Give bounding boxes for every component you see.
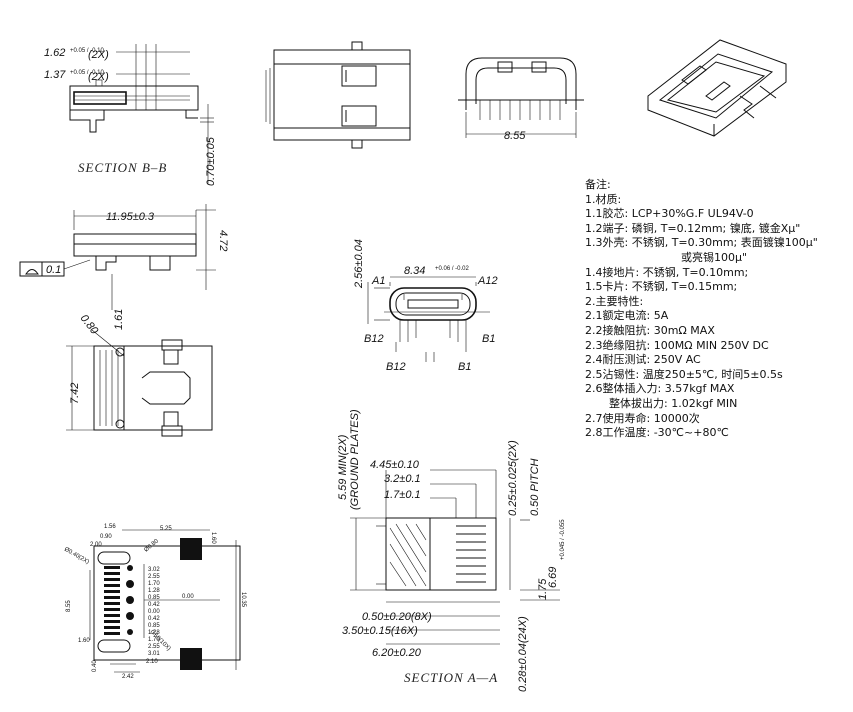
pcb-d5: 1.60 — [210, 532, 216, 544]
note-line: 2.7使用寿命: 10000次 — [585, 411, 700, 425]
pcb-d16: 0.85 — [148, 623, 160, 629]
pcb-d3: 2.00 — [90, 542, 102, 548]
side-flatness: 0.1 — [46, 264, 61, 276]
note-line: 1.5卡片: 不锈钢, T=0.15mm; — [585, 280, 738, 294]
front-detail-view: 2.56±0.04 8.34 +0.06 / -0.02 A1 A12 B12 … — [353, 239, 498, 373]
section-aa-view: 5.59 MIN(2X) (GROUND PLATES) 4.45±0.10 3… — [337, 409, 566, 692]
footprint-diag: 0.80 — [78, 312, 101, 337]
detail-width-tol: +0.06 / -0.02 — [435, 266, 470, 272]
pcb-d2: 5.25 — [160, 526, 172, 532]
pin-b12-label: B12 — [364, 333, 384, 345]
pin-a12-label: A12 — [477, 275, 498, 287]
pcb-d13: 0.42 — [148, 602, 160, 608]
aa-d7: 3.50±0.15(16X) — [342, 625, 418, 637]
pcb-d25: 2.10 — [146, 659, 158, 665]
note-line: 整体拔出力: 1.02kgf MIN — [609, 396, 738, 410]
bb-dim-2: 1.37 — [44, 69, 66, 81]
bb-dim-3: 0.70±0.05 — [205, 136, 217, 186]
side-standoff: 1.61 — [113, 309, 125, 330]
pin-b1-lower-label: B1 — [458, 361, 471, 373]
pcb-d18: 1.70 — [148, 637, 160, 643]
note-line: 2.8工作温度: -30℃~+80℃ — [585, 426, 729, 440]
pcb-d8: 3.02 — [148, 567, 160, 573]
pcb-d26: 2.42 — [122, 674, 134, 680]
pin-b1-label: B1 — [482, 333, 495, 345]
pin-a1-label: A1 — [371, 275, 385, 287]
aa-d10: 1.75 — [537, 578, 549, 600]
note-line: 2.1额定电流: 5A — [585, 309, 669, 323]
pcb-d24: 1.60 — [78, 638, 90, 644]
bb-dim-1-tol: +0.05 / -0.10 — [70, 48, 105, 54]
side-height: 4.72 — [217, 230, 229, 251]
pcb-d1: 1.56 — [104, 524, 116, 530]
pcb-d19: 2.55 — [148, 644, 160, 650]
pcb-d6: Ø0.40(2X) — [63, 547, 90, 566]
pcb-d14: 0.00 — [148, 609, 160, 615]
pcb-d10: 1.70 — [148, 581, 160, 587]
bb-dim-2-tol: +0.05 / -0.10 — [70, 70, 105, 76]
pin-b12-lower-label: B12 — [386, 361, 406, 373]
aa-d1: 4.45±0.10 — [370, 459, 420, 471]
pcb-d12: 0.85 — [148, 595, 160, 601]
isometric-view — [647, 39, 787, 137]
note-line: 2.2接触阻抗: 30mΩ MAX — [585, 323, 715, 337]
notes-panel: 备注: 1.材质: 1.1胶芯: LCP+30%G.F UL94V-0 1.2端… — [585, 178, 847, 441]
section-aa-caption: SECTION A—A — [404, 670, 498, 685]
aa-d6: 0.50±0.20(8X) — [362, 611, 432, 623]
pcb-d17: 1.28 — [148, 630, 160, 636]
aa-d11: 6.69 — [547, 567, 559, 588]
note-line: 1.4接地片: 不锈钢, T=0.10mm; — [585, 265, 749, 279]
pcb-d9: 2.55 — [148, 574, 160, 580]
pcb-d21: 0.00 — [182, 594, 194, 600]
bb-dim-1-qty: (2X) — [88, 49, 109, 61]
note-line: 1.材质: — [585, 192, 622, 206]
side-width: 11.95±0.3 — [106, 211, 155, 223]
detail-width: 8.34 — [404, 265, 425, 277]
note-line: 2.3绝缘阻抗: 100MΩ MIN 250V DC — [585, 338, 769, 352]
note-line: 2.主要特性: — [585, 294, 644, 308]
pcb-d11: 1.28 — [148, 588, 160, 594]
front-view: 8.55 — [458, 57, 584, 142]
note-line: 2.6整体插入力: 3.57kgf MAX — [585, 382, 735, 396]
note-line: 2.4耐压测试: 250V AC — [585, 353, 701, 367]
bb-dim-1: 1.62 — [44, 47, 65, 59]
pcb-d20: 3.01 — [148, 651, 160, 657]
section-bb-view: 1.62 +0.05 / -0.10 (2X) 1.37 +0.05 / -0.… — [44, 44, 217, 186]
note-line: 2.5沾锡性: 温度250±5℃, 时间5±0.5s — [585, 367, 783, 381]
aa-ground-sub: (GROUND PLATES) — [349, 409, 361, 510]
aa-d3: 1.7±0.1 — [384, 489, 421, 501]
note-line: 1.2端子: 磷铜, T=0.12mm; 镍底, 镀金Xμ" — [585, 221, 801, 235]
pcb-d23: 10.35 — [240, 592, 246, 608]
pcb-layout-view: 1.56 5.25 2.00 0.90 1.60 Ø0.40(2X) Ø0.80… — [63, 524, 246, 680]
aa-d5: 0.50 PITCH — [529, 458, 541, 516]
bb-dim-2-qty: (2X) — [88, 71, 109, 83]
aa-d4: 0.25±0.025(2X) — [507, 440, 519, 516]
footprint-height: 7.42 — [69, 383, 81, 404]
aa-d11-tol: +0.045 / -0.055 — [560, 519, 566, 560]
top-view — [265, 41, 411, 149]
aa-d2: 3.2±0.1 — [384, 473, 421, 485]
section-bb-caption: SECTION B–B — [78, 160, 167, 175]
detail-height: 2.56±0.04 — [353, 239, 365, 289]
side-view: 11.95±0.3 4.72 0.1 1.61 — [19, 204, 229, 330]
aa-ground: 5.59 MIN(2X) — [337, 434, 349, 500]
note-line: 1.1胶芯: LCP+30%G.F UL94V-0 — [585, 207, 754, 221]
aa-d9: 0.28±0.04(24X) — [517, 616, 529, 692]
pcb-d22: 8.55 — [66, 600, 72, 612]
pcb-d27: 0.40 — [92, 660, 98, 672]
aa-d8: 6.20±0.20 — [372, 647, 422, 659]
pcb-d4: 0.90 — [100, 534, 112, 540]
front-width: 8.55 — [504, 130, 526, 142]
note-line: 或亮锡100μ" — [681, 250, 748, 264]
note-line: 1.3外壳: 不锈钢, T=0.30mm; 表面镀镍100μ" — [585, 236, 818, 250]
notes-title: 备注: — [585, 178, 611, 191]
pcb-d15: 0.42 — [148, 616, 160, 622]
footprint-top-view: 0.80 7.42 — [66, 312, 213, 437]
